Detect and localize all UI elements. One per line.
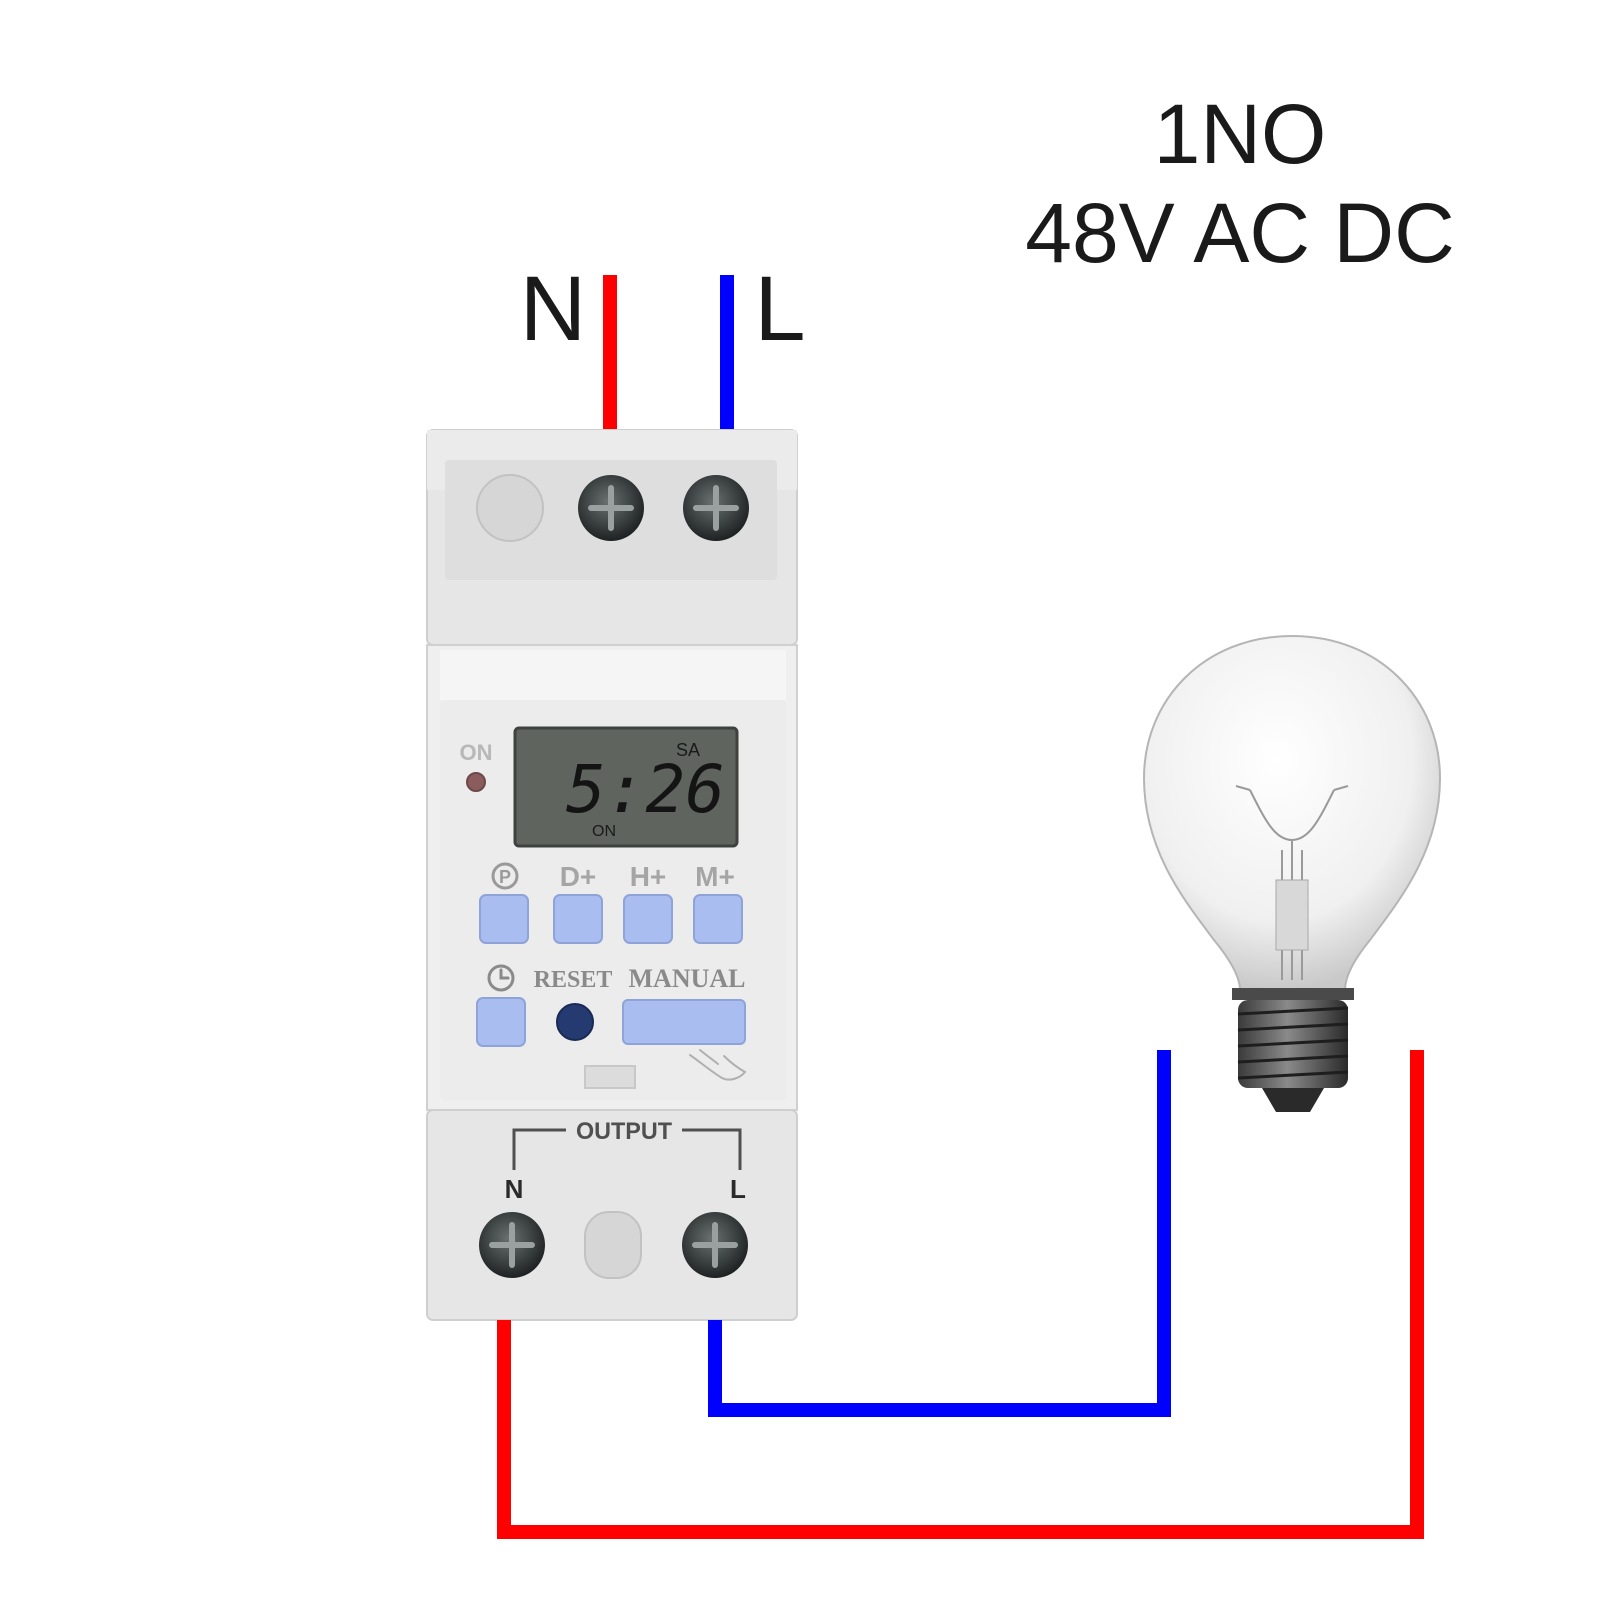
program-icon: P xyxy=(491,862,519,890)
manual-button[interactable] xyxy=(622,999,746,1045)
minute-plus-button[interactable] xyxy=(693,894,743,944)
output-neutral-screw-icon xyxy=(479,1212,545,1278)
top-blank-terminal xyxy=(476,474,544,542)
hand-press-icon xyxy=(689,1049,747,1081)
hour-plus-label: H+ xyxy=(630,861,667,892)
program-symbol-label: P xyxy=(499,867,511,887)
bottom-blank-terminal xyxy=(584,1211,642,1279)
manual-label: MANUAL xyxy=(629,964,746,993)
input-neutral-label: N xyxy=(520,258,586,360)
top-neutral-screw-icon xyxy=(578,475,644,541)
output-live-screw-icon xyxy=(682,1212,748,1278)
output-neutral-wire xyxy=(497,1050,1424,1539)
contact-type-label: 1NO xyxy=(1154,87,1327,181)
program-button[interactable] xyxy=(479,894,529,944)
hour-plus-button[interactable] xyxy=(623,894,673,944)
minute-plus-label: M+ xyxy=(695,861,735,892)
output-neutral-label: N xyxy=(505,1174,524,1204)
day-plus-label: D+ xyxy=(560,861,597,892)
power-indicator-label: ON xyxy=(460,740,493,765)
output-live-label: L xyxy=(730,1174,746,1204)
reset-button[interactable] xyxy=(556,1003,594,1041)
light-bulb-icon xyxy=(1142,634,1442,1112)
voltage-rating-label: 48V AC DC xyxy=(1025,186,1455,280)
clock-button[interactable] xyxy=(476,997,526,1047)
lcd-status-indicator: ON xyxy=(592,823,616,840)
reset-label: RESET xyxy=(534,967,613,993)
lcd-time-display: 5:26 xyxy=(566,751,725,828)
day-plus-button[interactable] xyxy=(553,894,603,944)
power-indicator-led xyxy=(466,772,486,792)
lcd-screen xyxy=(513,726,739,848)
top-live-screw-icon xyxy=(683,475,749,541)
cover-latch xyxy=(584,1065,636,1089)
clock-icon xyxy=(487,964,515,992)
input-live-label: L xyxy=(754,258,805,360)
timer-switch-device: ON SA 5:26 ON P D+ H+ M+ RESET MANUAL xyxy=(426,429,798,1321)
lcd-day-indicator: SA xyxy=(676,740,700,760)
output-live-wire xyxy=(708,1050,1171,1417)
output-label: OUTPUT xyxy=(576,1118,672,1145)
